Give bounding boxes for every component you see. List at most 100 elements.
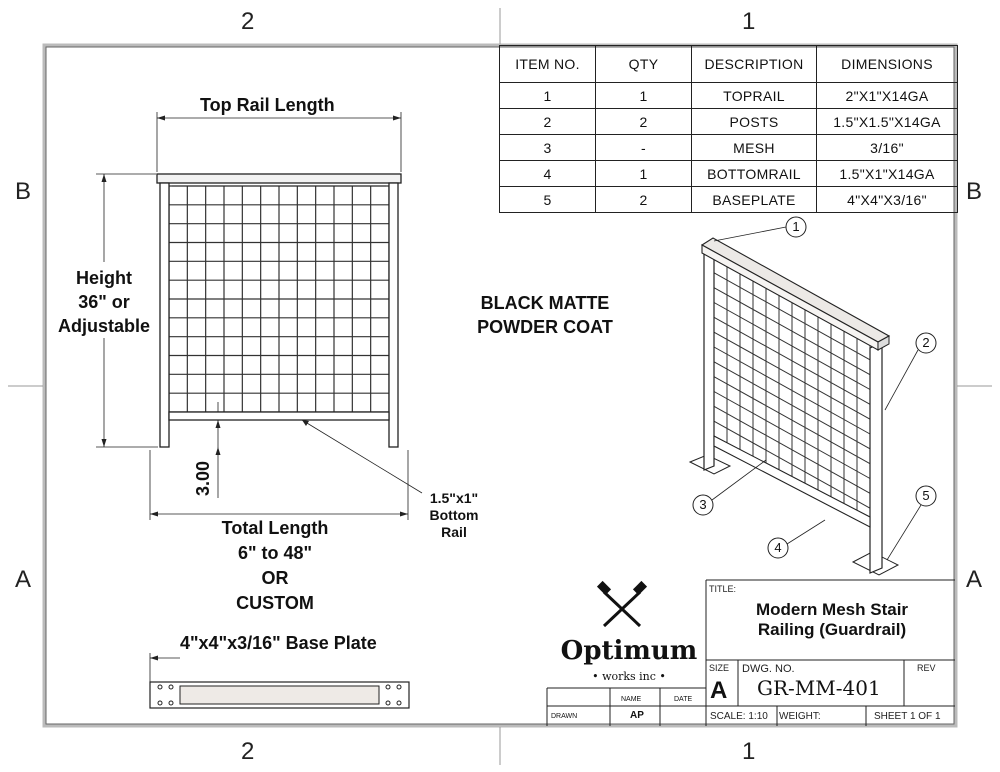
bom-cell: 2"X1"X14GA — [816, 82, 958, 109]
finish-note: BLACK MATTE POWDER COAT — [460, 291, 630, 339]
height-label-line1: Height — [76, 268, 132, 288]
logo-name: Optimum — [560, 636, 698, 666]
drawn-by: AP — [630, 710, 644, 721]
bom-cell: 1.5"X1.5"X14GA — [816, 108, 958, 135]
total-length-label: Total Length 6" to 48" OR CUSTOM — [195, 516, 355, 616]
bottom-rail-label-line1: 1.5"x1" — [429, 490, 479, 506]
bom-cell: 3/16" — [816, 134, 958, 161]
logo-tagline: • works inc • — [592, 670, 666, 683]
bom-header-item: ITEM NO. — [499, 45, 596, 83]
bom-cell: 1 — [595, 160, 692, 187]
height-label-line2: 36" or — [78, 292, 130, 312]
zone-label-left-a: A — [15, 566, 32, 593]
balloon-5-number: 5 — [922, 488, 930, 503]
drawing-title-line1: Modern Mesh Stair — [755, 600, 909, 619]
drawing-title-line2: Railing (Guardrail) — [757, 620, 907, 639]
total-length-line3: OR — [261, 568, 289, 588]
dwg-no-label: DWG. NO. — [742, 663, 795, 675]
iso-mesh-wire — [713, 316, 871, 405]
bom-header-row: ITEM NO. QTY DESCRIPTION DIMENSIONS — [499, 45, 958, 83]
balloon-2-number: 2 — [922, 335, 930, 350]
sheet-count: SHEET 1 OF 1 — [874, 711, 941, 722]
total-length-line2: 6" to 48" — [237, 543, 313, 563]
scale: SCALE: 1:10 — [710, 711, 768, 722]
front-post-right — [388, 182, 399, 448]
iso-mesh-wire — [713, 272, 871, 361]
iso-mesh-wire — [713, 331, 871, 420]
bottom-rail-label: 1.5"x1" Bottom Rail — [422, 490, 486, 541]
bom-cell: BOTTOMRAIL — [691, 160, 817, 187]
iso-mesh-wire — [713, 302, 871, 390]
name-column-label: NAME — [621, 696, 642, 703]
bom-cell: 4"X4"X3/16" — [816, 186, 958, 213]
title-block-lines — [546, 579, 955, 726]
total-length-line4: CUSTOM — [236, 593, 314, 613]
balloon-3 — [692, 494, 714, 516]
bom-cell: 4 — [499, 160, 596, 187]
bom-cell: 2 — [499, 108, 596, 135]
bom-header-dimensions: DIMENSIONS — [816, 45, 958, 83]
sheet-size: A — [710, 677, 728, 704]
drawn-label: DRAWN — [551, 713, 578, 720]
balloon-4 — [767, 537, 789, 559]
bottom-rail-label-line3: Rail — [441, 524, 467, 540]
balloon-2 — [915, 332, 937, 354]
weight-label: WEIGHT: — [779, 711, 821, 722]
height-label: Height 36" or Adjustable — [52, 266, 156, 338]
balloon-5 — [915, 485, 937, 507]
front-top-rail — [156, 173, 402, 184]
bom-cell: 3 — [499, 134, 596, 161]
drawing-number: GR-MM-401 — [757, 676, 881, 700]
iso-mesh-wire — [713, 361, 871, 450]
iso-mesh-wire — [713, 376, 871, 465]
bom-cell: TOPRAIL — [691, 82, 817, 109]
bom-header-qty: QTY — [595, 45, 692, 83]
balloon-1-number: 1 — [792, 219, 800, 234]
balloon-3-number: 3 — [699, 497, 707, 512]
drawing-title: Modern Mesh Stair Railing (Guardrail) — [712, 600, 952, 640]
leg-height-dimension: 3.00 — [193, 460, 213, 496]
date-column-label: DATE — [674, 696, 693, 703]
bom-cell: 1.5"X1"X14GA — [816, 160, 958, 187]
size-label: SIZE — [709, 663, 730, 673]
front-post-left — [159, 182, 170, 448]
zone-label-right-a: A — [966, 566, 983, 593]
bom-cell: 1 — [595, 82, 692, 109]
base-plate-view — [149, 653, 410, 709]
front-bottom-rail — [168, 411, 390, 421]
crossed-hammers-icon — [596, 580, 648, 628]
bom-cell: POSTS — [691, 108, 817, 135]
zone-label-bottom-2: 2 — [241, 738, 255, 765]
front-mesh — [168, 185, 390, 413]
iso-mesh-wire — [713, 405, 871, 494]
iso-mesh-wire — [713, 391, 871, 479]
iso-mesh-wire — [713, 287, 871, 376]
zone-label-left-b: B — [15, 178, 32, 205]
bom-cell: BASEPLATE — [691, 186, 817, 213]
balloon-4-number: 4 — [774, 540, 782, 555]
bom-cell: 5 — [499, 186, 596, 213]
isometric-view — [688, 216, 937, 576]
bom-cell: MESH — [691, 134, 817, 161]
bom-cell: 1 — [499, 82, 596, 109]
zone-label-top-2: 2 — [241, 8, 255, 35]
base-plate-label: 4"x4"x3/16" Base Plate — [180, 633, 377, 653]
iso-mesh-wire — [713, 346, 871, 435]
iso-mesh-wire — [713, 420, 871, 509]
front-view — [96, 112, 423, 520]
bom-header-description: DESCRIPTION — [691, 45, 817, 83]
total-length-line1: Total Length — [221, 518, 329, 538]
rev-label: REV — [917, 663, 936, 673]
finish-note-line2: POWDER COAT — [477, 317, 613, 337]
zone-label-right-b: B — [966, 178, 983, 205]
zone-label-top-1: 1 — [742, 8, 756, 35]
bom-cell: - — [595, 134, 692, 161]
bom-cell: 2 — [595, 108, 692, 135]
